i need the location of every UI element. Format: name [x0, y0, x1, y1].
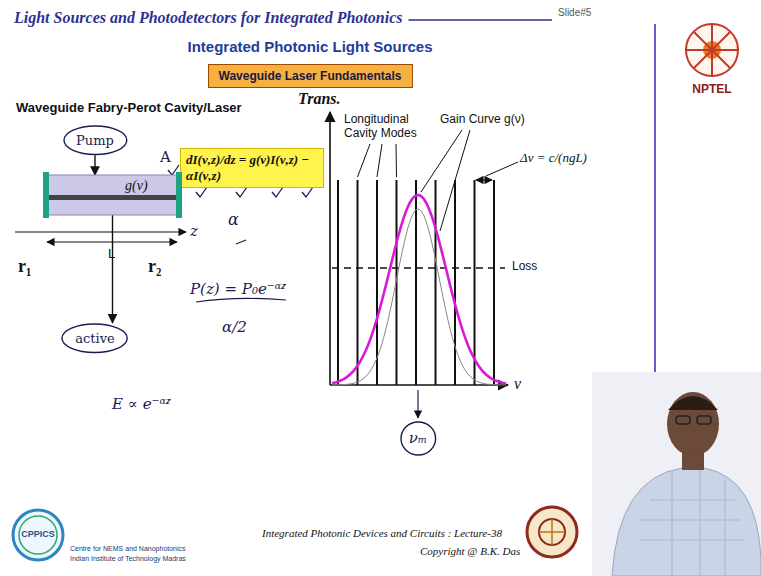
presenter-photo	[697, 416, 711, 424]
presenter-photo	[640, 470, 745, 576]
slide-title: Light Sources and Photodetectors for Int…	[14, 9, 402, 27]
nptel-logo	[686, 24, 738, 76]
handwritten-note: α	[228, 210, 239, 229]
handwritten-note: E ∝ e⁻ᵅᶻ	[112, 395, 171, 413]
presenter-photo	[612, 468, 761, 576]
callout-label: Gain Curve g(ν)	[440, 112, 525, 126]
axis-title: Trans.	[298, 90, 341, 108]
axis-line	[15, 231, 186, 232]
node-text: Pump	[76, 133, 114, 148]
line-label: Loss	[512, 259, 537, 273]
nptel-logo	[686, 24, 738, 76]
presenter-photo	[676, 416, 690, 424]
handwritten-note: α/2	[222, 318, 247, 336]
formula-label: Δν = c/(ngL)	[520, 150, 587, 166]
mirror-reflectivity: r₂	[148, 256, 161, 277]
node-text: Waveguide Laser Fundamentals	[219, 69, 402, 83]
slide-frame	[408, 19, 552, 21]
presenter-photo	[592, 372, 761, 576]
slide-number: Slide#5	[558, 7, 591, 18]
leader-lines	[440, 130, 470, 231]
footer-text: Integrated Photonic Devices and Circuits…	[262, 527, 502, 539]
iit-logo	[539, 519, 565, 545]
axis-label: ν	[514, 375, 521, 393]
waveguide-cavity-outline	[45, 175, 180, 215]
iit-logo	[527, 507, 577, 557]
chart-axes	[330, 112, 508, 385]
leader-lines	[358, 130, 519, 231]
cavity-mode-lines	[493, 180, 495, 385]
spacing-bracket	[476, 179, 492, 180]
cavity-mode-lines	[337, 180, 339, 385]
loss-line	[332, 267, 505, 269]
leader-lines	[486, 162, 518, 176]
gain-curve	[332, 195, 506, 385]
nptel-logo	[686, 24, 738, 76]
copyright-note: Copyright @ B.K. Das	[420, 545, 520, 557]
leader-lines	[358, 144, 371, 177]
leader-lines	[396, 144, 398, 177]
length-label: L	[108, 246, 115, 261]
logo-text: CPPICS	[21, 529, 55, 539]
presenter-photo	[668, 396, 718, 410]
node-text: νₘ	[409, 429, 427, 447]
cppics-logo	[13, 510, 63, 560]
connector-arrow	[94, 155, 95, 175]
waveguide-cavity: g(ν)	[45, 175, 180, 215]
presenter-photo	[592, 372, 761, 576]
handwritten-note: A	[160, 148, 171, 166]
gain-curve	[332, 195, 506, 383]
figure-heading: Waveguide Fabry-Perot Cavity/Laser	[16, 100, 242, 115]
loss-line	[332, 268, 505, 269]
cavity-mode-lines	[435, 180, 437, 385]
iit-logo	[527, 507, 577, 557]
cppics-logo	[19, 516, 57, 554]
logo-text: NPTEL	[692, 82, 731, 96]
node-text: active	[75, 331, 114, 346]
chart-axes	[329, 112, 331, 385]
handwritten-note: P(z) = P₀e⁻ᵅᶻ	[190, 280, 286, 298]
leader-lines	[421, 130, 462, 192]
spacing-bracket	[476, 180, 492, 181]
node-text: dI(ν,z)/dz = g(ν)I(ν,z) − αI(ν,z)	[186, 152, 318, 184]
mirror-reflectivity: r₁	[18, 256, 31, 277]
section-banner: Waveguide Laser Fundamentals	[208, 64, 413, 88]
presenter-photo	[667, 392, 719, 456]
iit-logo	[539, 519, 565, 545]
rate-equation-box: dI(ν,z)/dz = g(ν)I(ν,z) − αI(ν,z)	[180, 148, 324, 188]
cppics-logo	[13, 510, 63, 560]
frequency-pointer	[418, 390, 419, 418]
section-heading: Integrated Photonic Light Sources	[187, 38, 432, 55]
leader-lines	[377, 144, 382, 177]
institution-name: Indian Institute of Technology Madras	[70, 555, 186, 562]
pump-circle: Pump	[63, 125, 128, 156]
connector-arrow	[112, 215, 113, 323]
frequency-pointer	[417, 390, 418, 418]
frequency-circle: νₘ	[400, 421, 437, 456]
cavity-mode-lines	[474, 180, 476, 385]
gain-curve	[332, 209, 506, 385]
callout-label: Longitudinal Cavity Modes	[344, 112, 428, 140]
node-text: g(ν)	[125, 178, 148, 194]
cavity-mode-lines	[357, 180, 359, 385]
cavity-mode-lines	[454, 180, 456, 385]
axis-line	[15, 232, 186, 233]
active-region-circle: active	[61, 323, 128, 354]
institution-name: Centre for NEMS and Nanophotonics	[70, 545, 186, 552]
axis-label: z	[190, 222, 198, 240]
cavity-mode-lines	[376, 180, 378, 385]
